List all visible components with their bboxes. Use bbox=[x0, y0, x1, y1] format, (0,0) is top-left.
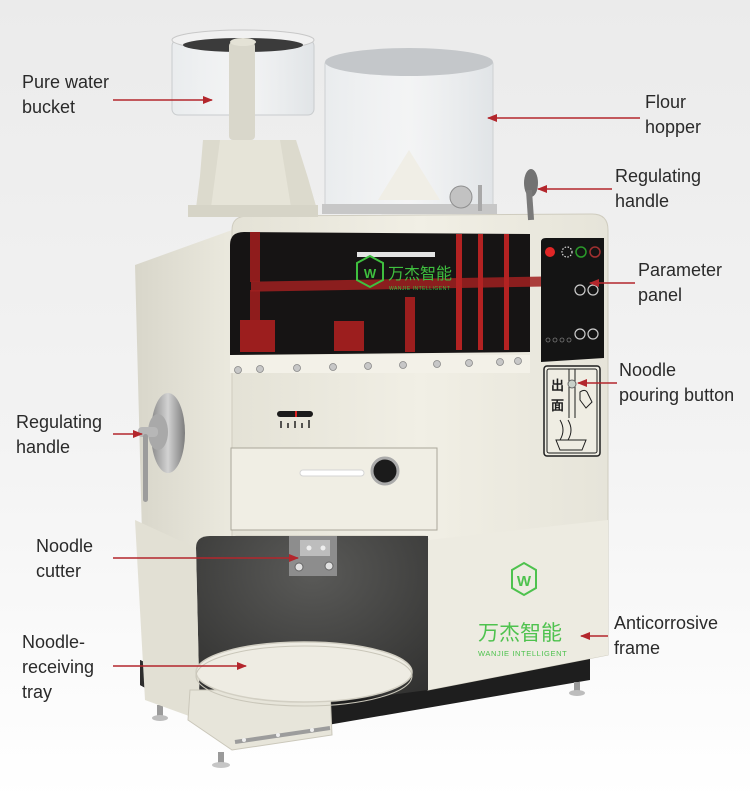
front-brand-cn: 万杰智能 bbox=[478, 621, 562, 645]
label-line: Anticorrosive bbox=[614, 613, 719, 633]
annotation-arrows bbox=[113, 96, 640, 670]
label-line: frame bbox=[614, 638, 661, 658]
label-line: Noodle bbox=[619, 360, 677, 380]
display-window: W 万杰智能 WANJIE INTELLIGENT bbox=[230, 232, 581, 374]
label-line: Regulating bbox=[16, 412, 103, 432]
label-pure-water-bucket: Pure water bucket bbox=[22, 70, 109, 120]
label-line: pouring button bbox=[619, 385, 735, 405]
label-line: panel bbox=[638, 285, 683, 305]
display-logo-letter: W bbox=[364, 266, 377, 281]
label-noodle-pouring-button: Noodle pouring button bbox=[619, 358, 734, 408]
label-line: Regulating bbox=[615, 166, 702, 186]
label-line: hopper bbox=[645, 117, 702, 137]
parameter-panel-shape bbox=[541, 238, 604, 362]
label-line: Parameter bbox=[638, 260, 723, 280]
label-line: Noodle bbox=[36, 536, 94, 556]
label-parameter-panel: Parameter panel bbox=[638, 258, 722, 308]
label-line: receiving bbox=[22, 657, 95, 677]
noodle-receiving-tray-shape bbox=[195, 641, 413, 703]
label-line: Noodle- bbox=[22, 632, 86, 652]
drawer bbox=[230, 447, 438, 531]
label-line: bucket bbox=[22, 97, 76, 117]
front-brand-en: WANJIE INTELLIGENT bbox=[478, 649, 567, 658]
level-gauge bbox=[277, 411, 313, 428]
label-line: Pure water bbox=[22, 72, 110, 92]
label-anticorrosive-frame: Anticorrosive frame bbox=[614, 611, 718, 661]
pour-label-cn-1: 出 bbox=[551, 378, 564, 394]
label-line: handle bbox=[615, 191, 670, 211]
pour-label-cn-2: 面 bbox=[551, 399, 564, 414]
top-regulating-handle-shape bbox=[524, 169, 538, 221]
pure-water-bucket-shape bbox=[171, 29, 318, 217]
flour-hopper-shape bbox=[322, 48, 497, 214]
label-noodle-receiving-tray: Noodle- receiving tray bbox=[22, 630, 94, 705]
label-noodle-cutter: Noodle cutter bbox=[36, 534, 93, 584]
label-regulating-handle-top: Regulating handle bbox=[615, 164, 701, 214]
front-logo-letter: W bbox=[517, 573, 532, 590]
label-line: tray bbox=[22, 682, 53, 702]
label-line: handle bbox=[16, 437, 71, 457]
label-line: Flour bbox=[645, 92, 687, 112]
noodle-cutter-shape bbox=[289, 536, 337, 576]
noodle-pouring-button-plate: 出 面 bbox=[543, 365, 601, 457]
display-brand-en: WANJIE INTELLIGENT bbox=[389, 286, 450, 292]
label-flour-hopper: Flour hopper bbox=[645, 90, 701, 140]
display-brand-cn: 万杰智能 bbox=[388, 264, 452, 283]
front-branding: W 万杰智能 WANJIE INTELLIGENT bbox=[478, 561, 567, 658]
side-regulating-handle-shape bbox=[138, 393, 185, 502]
label-regulating-handle-side: Regulating handle bbox=[16, 410, 102, 460]
label-line: cutter bbox=[36, 561, 82, 581]
